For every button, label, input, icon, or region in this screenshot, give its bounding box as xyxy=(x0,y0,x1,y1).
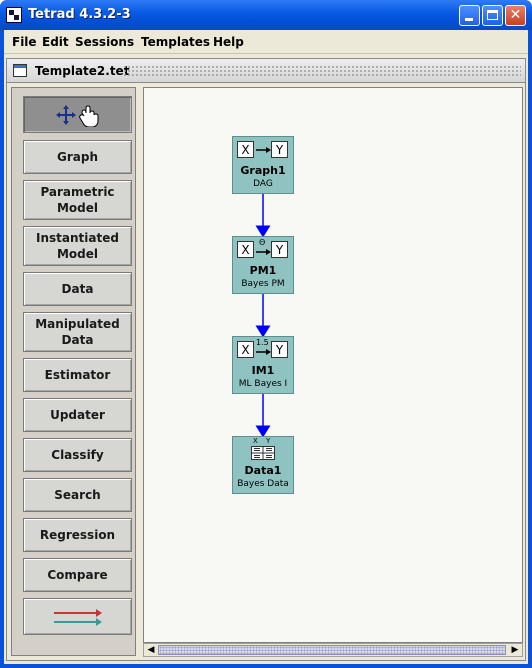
title-bar[interactable]: Tetrad 4.3.2-3 ✕ xyxy=(0,0,532,30)
node-title: Graph1 xyxy=(240,164,286,177)
client-area: File Edit Sessions Templates Help Templa… xyxy=(4,30,528,664)
select-move-icon xyxy=(55,104,98,127)
close-button[interactable]: ✕ xyxy=(505,5,526,26)
minimize-button[interactable] xyxy=(459,5,480,26)
node-subtitle: DAG xyxy=(253,179,273,189)
scroll-left-icon[interactable]: ◀ xyxy=(147,645,155,655)
node-subtitle: Bayes Data xyxy=(237,479,289,489)
compare-button[interactable]: Compare xyxy=(23,558,132,592)
session-toolbar: Graph Parametric Model Instantiated Mode… xyxy=(11,87,136,656)
add-edge-button[interactable] xyxy=(23,598,132,635)
im1-node[interactable]: X 1.5 Y IM1 ML Bayes I xyxy=(232,336,294,394)
updater-button[interactable]: Updater xyxy=(23,398,132,432)
parametric-model-button[interactable]: Parametric Model xyxy=(23,180,132,220)
node-x-box: X xyxy=(237,341,254,358)
regression-button[interactable]: Regression xyxy=(23,518,132,552)
search-button[interactable]: Search xyxy=(23,478,132,512)
session-edges xyxy=(255,194,271,438)
data-y-header: Y xyxy=(266,437,271,445)
node-title: PM1 xyxy=(249,264,277,277)
manipulated-data-button[interactable]: Manipulated Data xyxy=(23,312,132,352)
data-table-icon xyxy=(251,446,275,460)
data-x-header: X xyxy=(253,437,258,445)
estimator-button[interactable]: Estimator xyxy=(23,358,132,392)
menu-edit[interactable]: Edit xyxy=(42,35,69,49)
value-mark: 1.5 xyxy=(256,338,269,347)
internal-frame-title: Template2.tet xyxy=(35,64,130,78)
edge-arrows-icon xyxy=(53,608,102,626)
arrow-icon xyxy=(256,147,271,153)
tetrad-app-icon xyxy=(6,7,22,23)
menu-help[interactable]: Help xyxy=(213,35,244,49)
graph1-node[interactable]: X Y Graph1 DAG xyxy=(232,136,294,194)
graph-button[interactable]: Graph xyxy=(23,140,132,174)
session-editor: Graph Parametric Model Instantiated Mode… xyxy=(6,83,526,661)
node-y-box: Y xyxy=(271,241,288,258)
menu-templates[interactable]: Templates xyxy=(141,35,211,49)
menu-bar: File Edit Sessions Templates Help xyxy=(4,30,528,54)
scroll-right-icon[interactable]: ▶ xyxy=(511,645,519,655)
node-subtitle: Bayes PM xyxy=(241,279,285,289)
theta-mark: Θ xyxy=(259,238,266,247)
session-workbench[interactable]: X Y Graph1 DAG X Θ Y PM1 Bayes PM xyxy=(143,87,523,643)
maximize-icon xyxy=(487,10,498,20)
titlebar-grip xyxy=(123,65,521,77)
menu-sessions[interactable]: Sessions xyxy=(75,35,135,49)
internal-frame-titlebar[interactable]: Template2.tet xyxy=(6,58,526,83)
node-x-box: X xyxy=(237,141,254,158)
select-move-button[interactable] xyxy=(23,96,132,133)
frame-icon xyxy=(13,64,27,77)
node-y-box: Y xyxy=(271,141,288,158)
scroll-thumb[interactable] xyxy=(158,645,506,655)
node-y-box: Y xyxy=(271,341,288,358)
node-title: IM1 xyxy=(251,364,275,377)
pm1-node[interactable]: X Θ Y PM1 Bayes PM xyxy=(232,236,294,294)
node-title: Data1 xyxy=(244,464,282,477)
data1-node[interactable]: X Y Data1 Bayes Data xyxy=(232,436,294,494)
horizontal-scrollbar[interactable]: ◀ ▶ xyxy=(143,643,523,657)
menu-file[interactable]: File xyxy=(12,35,37,49)
data-button[interactable]: Data xyxy=(23,272,132,306)
node-subtitle: ML Bayes I xyxy=(238,379,288,389)
parametric-arrow-icon xyxy=(256,249,271,255)
maximize-button[interactable] xyxy=(482,5,503,26)
classify-button[interactable]: Classify xyxy=(23,438,132,472)
instantiated-arrow-icon xyxy=(256,349,271,355)
node-x-box: X xyxy=(237,241,254,258)
window-title: Tetrad 4.3.2-3 xyxy=(28,7,131,22)
instantiated-model-button[interactable]: Instantiated Model xyxy=(23,226,132,266)
close-icon: ✕ xyxy=(509,7,522,23)
minimize-icon xyxy=(465,18,473,21)
